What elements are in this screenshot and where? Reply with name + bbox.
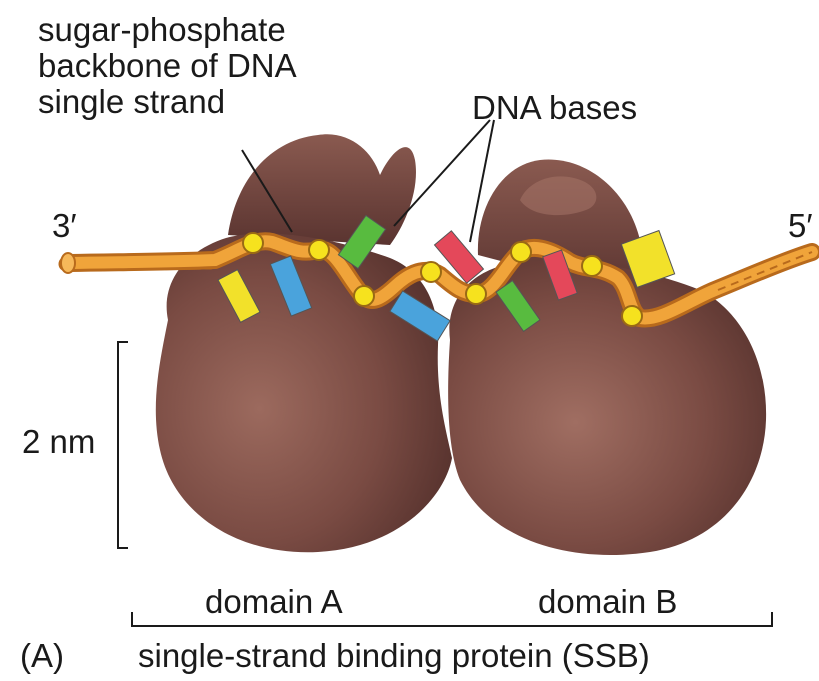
domain-a-upper-lobe [228,134,416,245]
phosphate-2 [309,240,329,260]
phosphate-1 [243,233,263,253]
phosphate-3 [354,286,374,306]
phosphate-7 [582,256,602,276]
phosphate-5 [466,284,486,304]
phosphate-8 [622,306,642,326]
scale-label: 2 nm [22,424,95,460]
backbone-label: sugar-phosphate backbone of DNA single s… [38,12,297,120]
dna-bases-label: DNA bases [472,90,637,126]
phosphate-6 [511,242,531,262]
phosphate-4 [421,262,441,282]
protein-domain-b [448,160,766,555]
scale-bar [118,342,128,548]
three-prime-label: 3′ [52,208,77,244]
domain-b-label: domain B [538,584,677,620]
domain-b-body [448,261,766,555]
five-prime-label: 5′ [788,208,813,244]
strand-3prime-cap [61,253,75,273]
panel-label: (A) [20,638,64,674]
domain-a-label: domain A [205,584,343,620]
protein-name-label: single-strand binding protein (SSB) [138,638,650,674]
protein-domain-a [156,134,452,552]
